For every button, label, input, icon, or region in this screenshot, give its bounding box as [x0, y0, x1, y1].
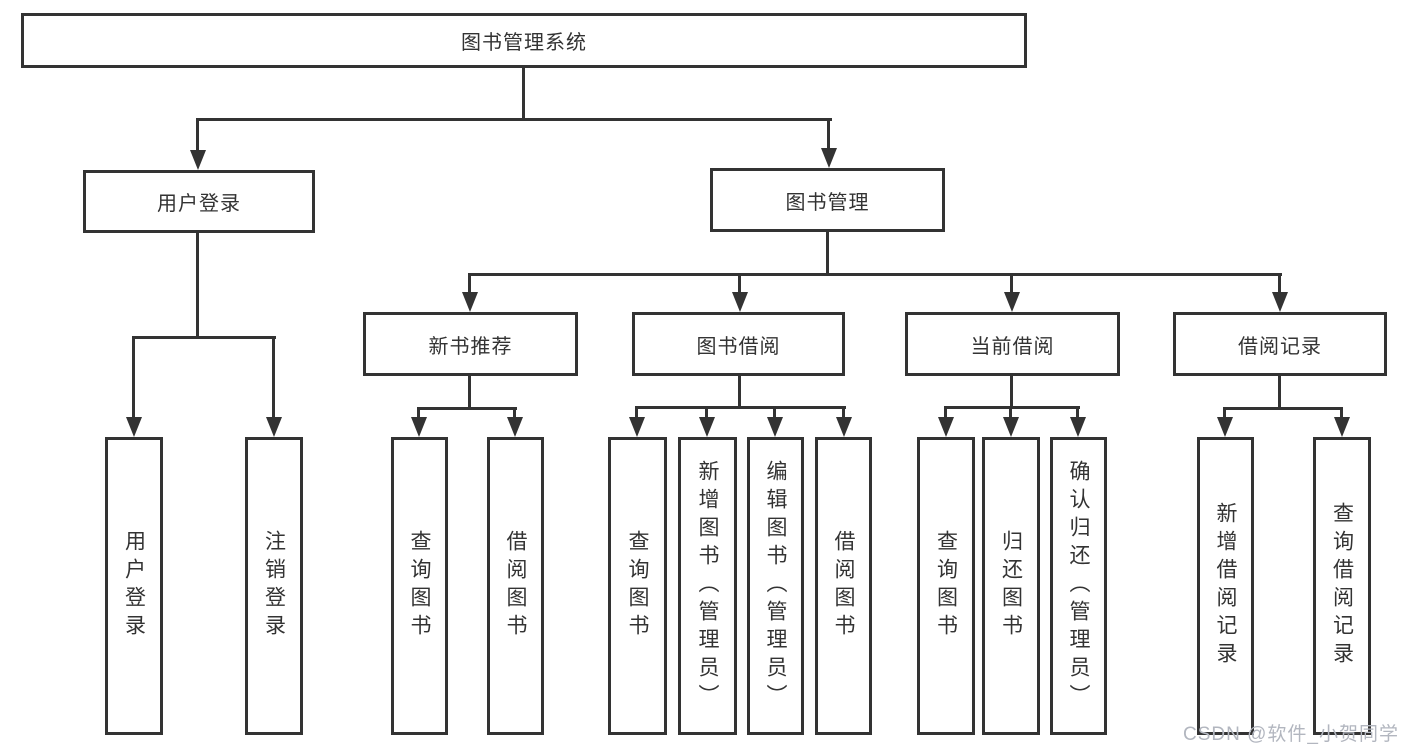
connector-drop-newbook [468, 273, 471, 296]
arrow-down-icon [190, 150, 206, 170]
leaf-label: 新增图书（管理员） [696, 460, 719, 712]
leaf-query-books-1: 查询图书 [391, 437, 448, 735]
leaf-confirm-return-admin: 确认归还（管理员） [1050, 437, 1107, 735]
leaf-borrow-books-1: 借阅图书 [487, 437, 544, 735]
leaf-logout: 注销登录 [245, 437, 303, 735]
leaf-label: 注销登录 [262, 530, 286, 642]
connector-drop [842, 406, 845, 421]
node-book-management: 图书管理 [710, 168, 945, 232]
connector-drop-current [1010, 273, 1013, 296]
connector-newbook-stem [468, 376, 471, 410]
arrow-down-icon [699, 417, 715, 437]
connector-drop [773, 406, 776, 421]
leaf-borrow-books-2: 借阅图书 [815, 437, 872, 735]
arrow-down-icon [732, 292, 748, 312]
leaf-query-books-2: 查询图书 [608, 437, 667, 735]
leaf-label: 新增借阅记录 [1214, 502, 1237, 670]
leaf-query-borrow-record: 查询借阅记录 [1313, 437, 1371, 735]
connector-drop [1340, 407, 1343, 421]
arrow-down-icon [1070, 417, 1086, 437]
node-current-borrow-label: 当前借阅 [970, 335, 1055, 358]
node-new-book-recommend: 新书推荐 [363, 312, 578, 376]
leaf-label: 归还图书 [999, 530, 1023, 642]
arrow-down-icon [821, 148, 837, 168]
leaf-label: 编辑图书（管理员） [764, 460, 787, 712]
connector-drop-logout [272, 336, 275, 421]
connector-drop-login [132, 336, 135, 421]
connector-drop-records [1278, 273, 1281, 296]
leaf-user-login: 用户登录 [105, 437, 163, 735]
connector-records-stem [1278, 376, 1281, 410]
connector-drop [705, 406, 708, 421]
connector-bookmgmt-stem [826, 232, 829, 276]
connector-drop-borrow [738, 273, 741, 296]
connector-records-rail [1223, 407, 1343, 410]
leaf-label: 用户登录 [122, 530, 146, 642]
connector-drop [635, 406, 638, 421]
node-book-management-label: 图书管理 [785, 191, 870, 214]
node-root: 图书管理系统 [21, 13, 1027, 68]
leaf-label: 查询图书 [408, 530, 431, 642]
node-user-login: 用户登录 [83, 170, 315, 233]
connector-drop [1223, 407, 1226, 421]
node-borrow-records: 借阅记录 [1173, 312, 1387, 376]
arrow-down-icon [507, 417, 523, 437]
arrow-down-icon [767, 417, 783, 437]
connector-borrow-rail [635, 406, 846, 409]
node-user-login-label: 用户登录 [157, 193, 241, 215]
connector-root-rail [196, 118, 832, 121]
connector-drop-book-mgmt [827, 118, 830, 152]
node-root-label: 图书管理系统 [461, 32, 587, 54]
node-current-borrow: 当前借阅 [905, 312, 1120, 376]
connector-root-stem [522, 68, 525, 121]
connector-drop-user-login [196, 118, 199, 154]
arrow-down-icon [1217, 417, 1233, 437]
connector-bookmgmt-rail [468, 273, 1282, 276]
leaf-label: 查询图书 [626, 530, 649, 642]
leaf-label: 借阅图书 [504, 530, 527, 642]
arrow-down-icon [1334, 417, 1350, 437]
node-new-book-recommend-label: 新书推荐 [428, 335, 513, 358]
arrow-down-icon [1003, 417, 1019, 437]
leaf-add-borrow-record: 新增借阅记录 [1197, 437, 1254, 735]
arrow-down-icon [629, 417, 645, 437]
arrow-down-icon [411, 417, 427, 437]
connector-drop [944, 406, 947, 421]
connector-current-rail [944, 406, 1080, 409]
connector-userlogin-stem [196, 233, 199, 339]
leaf-label: 确认归还（管理员） [1067, 460, 1090, 712]
node-book-borrow-label: 图书借阅 [696, 335, 781, 358]
leaf-query-books-3: 查询图书 [917, 437, 975, 735]
arrow-down-icon [836, 417, 852, 437]
leaf-label: 借阅图书 [832, 530, 855, 642]
node-borrow-records-label: 借阅记录 [1238, 335, 1322, 358]
connector-drop [417, 407, 420, 421]
arrow-down-icon [126, 417, 142, 437]
arrow-down-icon [266, 417, 282, 437]
csdn-watermark: CSDN @软件_小贺同学 [1183, 724, 1399, 745]
arrow-down-icon [1272, 292, 1288, 312]
node-book-borrow: 图书借阅 [632, 312, 845, 376]
connector-current-stem [1010, 376, 1013, 409]
connector-userlogin-rail [132, 336, 276, 339]
leaf-edit-book-admin: 编辑图书（管理员） [747, 437, 804, 735]
arrow-down-icon [462, 292, 478, 312]
connector-drop [1076, 406, 1079, 421]
arrow-down-icon [1004, 292, 1020, 312]
arrow-down-icon [938, 417, 954, 437]
connector-newbook-rail [417, 407, 517, 410]
connector-drop [513, 407, 516, 421]
leaf-return-books: 归还图书 [982, 437, 1040, 735]
leaf-add-book-admin: 新增图书（管理员） [678, 437, 737, 735]
connector-drop [1009, 406, 1012, 421]
connector-borrow-stem [738, 376, 741, 409]
leaf-label: 查询借阅记录 [1330, 502, 1354, 670]
leaf-label: 查询图书 [934, 530, 958, 642]
